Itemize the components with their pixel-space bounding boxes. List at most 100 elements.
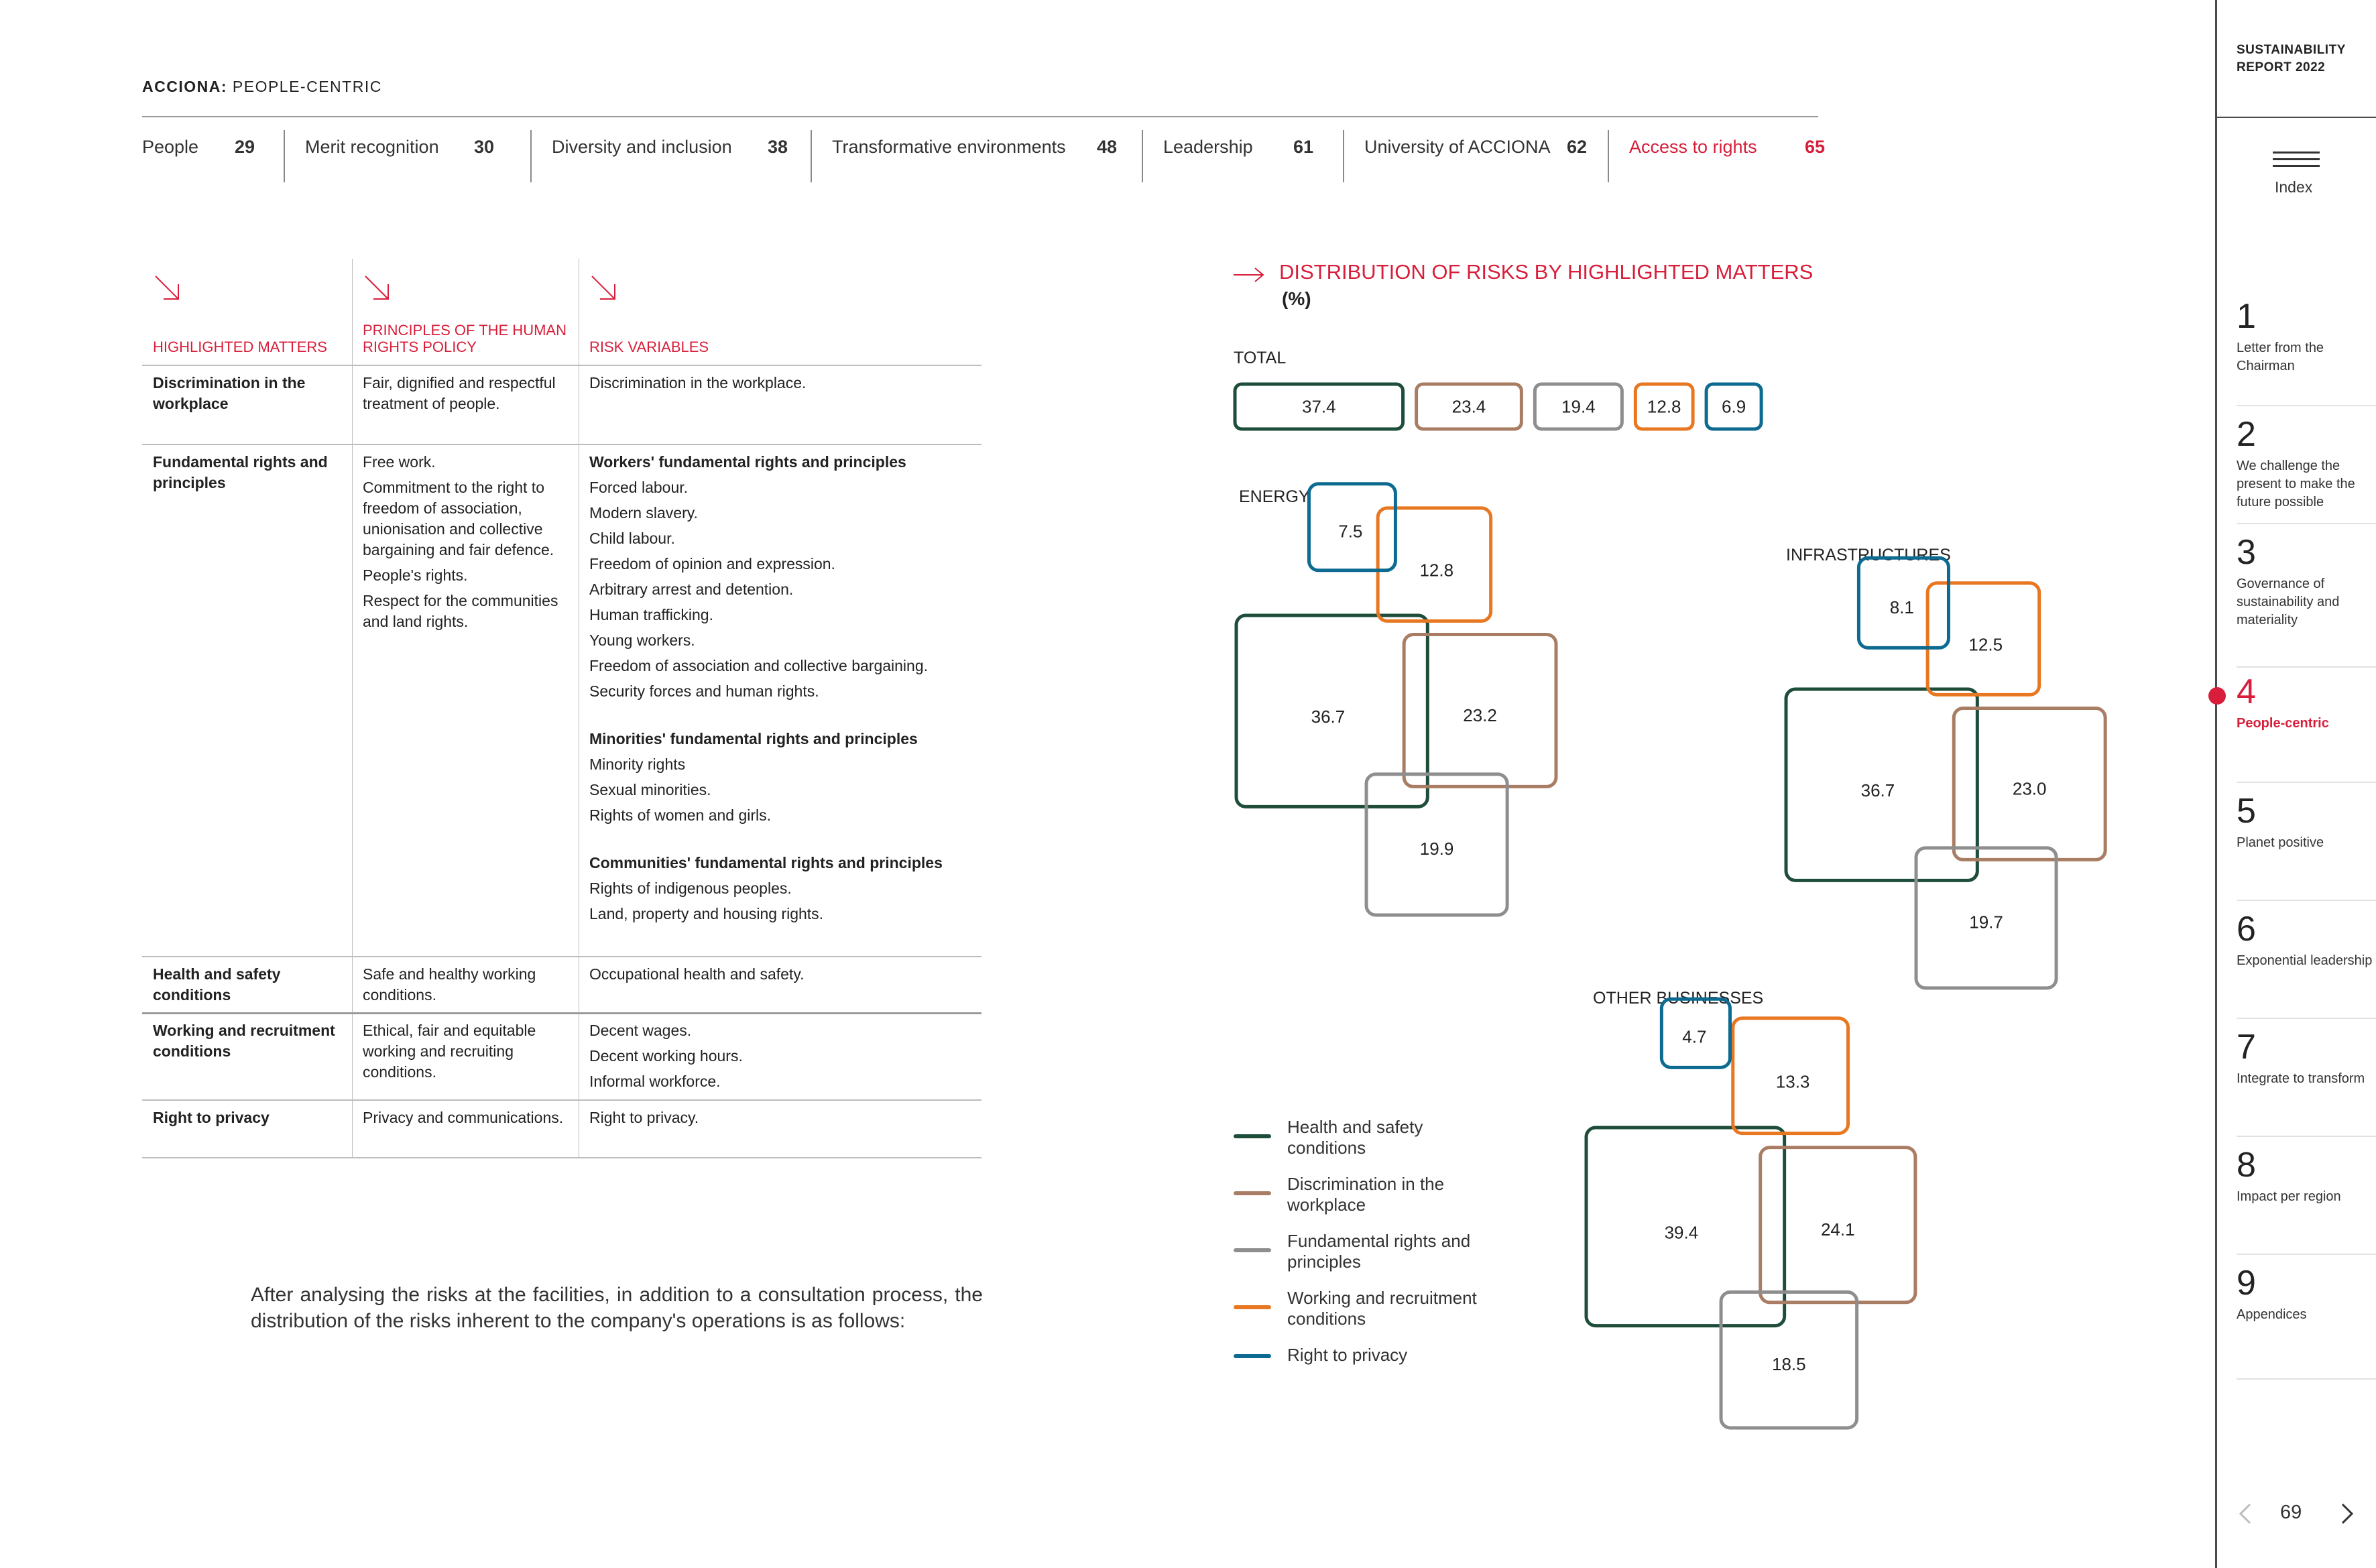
cluster-square-5 — [1307, 482, 1397, 572]
section-number: 6 — [2237, 910, 2256, 949]
arrow-down-right-icon — [155, 276, 179, 300]
column-header-label: PRINCIPLES OF THE HUMAN RIGHTS POLICY — [363, 322, 567, 355]
nav-item-page: 48 — [1097, 137, 1118, 157]
group-label-infrastructures: INFRASTRUCTURES — [1786, 546, 1951, 564]
section-number: 8 — [2237, 1146, 2256, 1185]
nav-item-label: People — [142, 137, 199, 157]
total-bar-label: 12.8 — [1647, 397, 1681, 417]
legend-swatch — [1234, 1248, 1271, 1252]
section-number: 3 — [2237, 533, 2256, 572]
column-header-3: RISK VARIABLES — [579, 259, 981, 365]
table-row-matter: Working and recruitment conditions — [153, 1022, 335, 1060]
section-number: 1 — [2237, 297, 2256, 336]
cluster-square-4 — [1925, 581, 2041, 697]
risk-variable-text: Arbitrary arrest and detention. — [589, 581, 794, 598]
next-page-icon[interactable] — [2338, 1502, 2356, 1526]
legend-swatch — [1234, 1134, 1271, 1138]
total-bar-label: 6.9 — [1722, 397, 1746, 417]
index-link[interactable]: Index — [2275, 178, 2313, 196]
section-label: Planet positive — [2237, 835, 2324, 850]
header-divider — [142, 116, 1818, 117]
arrow-down-right-icon — [591, 276, 615, 300]
column-header-label: RISK VARIABLES — [589, 339, 709, 355]
risk-variable-text: Modern slavery. — [589, 504, 698, 522]
cluster-value-label: 23.2 — [1463, 705, 1497, 725]
risk-variable-text: Decent wages. — [589, 1022, 692, 1039]
cluster-value-label: 36.7 — [1861, 780, 1895, 800]
section-label: Governance of sustainability and materia… — [2237, 577, 2340, 627]
cluster-square-2 — [1759, 1146, 1917, 1305]
cluster-value-label: 24.1 — [1821, 1219, 1855, 1240]
cluster-square-4 — [1731, 1016, 1850, 1136]
nav-item-page: 62 — [1567, 137, 1588, 157]
legend-swatch — [1234, 1191, 1271, 1195]
cluster-square-3 — [1364, 772, 1509, 917]
page-number: 69 — [2280, 1502, 2302, 1523]
nav-item-page: 30 — [474, 137, 495, 157]
table-row-principles: Privacy and communications. — [363, 1107, 571, 1133]
nav-separator — [811, 130, 812, 182]
risk-variable-text: Sexual minorities. — [589, 781, 711, 798]
section-label: Impact per region — [2237, 1189, 2341, 1204]
row-divider — [142, 1157, 982, 1158]
cluster-value-label: 7.5 — [1338, 522, 1362, 542]
table-row-matter: Discrimination in the workplace — [153, 374, 306, 412]
section-label: Exponential leadership — [2237, 953, 2373, 968]
table-row-principles: Safe and healthy working conditions. — [363, 964, 571, 1010]
legend-label: Discrimination in the workplace — [1287, 1174, 1445, 1215]
table-row-matter: Fundamental rights and principles — [153, 453, 328, 491]
section-number: 7 — [2237, 1028, 2256, 1067]
chart-title: DISTRIBUTION OF RISKS BY HIGHLIGHTED MAT… — [1279, 260, 1814, 284]
group-label-total: TOTAL — [1234, 349, 1286, 367]
risk-variable-text: Decent working hours. — [589, 1047, 743, 1065]
column-header-label: HIGHLIGHTED MATTERS — [153, 339, 327, 355]
nav-item-label: Leadership — [1163, 137, 1253, 157]
cluster-value-label: 36.7 — [1311, 707, 1346, 727]
nav-item-4[interactable]: Transformative environments 48 — [812, 125, 1143, 182]
sidebar-divider — [2215, 0, 2217, 1568]
principle-text: Ethical, fair and equitable working and … — [363, 1022, 536, 1081]
section-label: We challenge the present to make the fut… — [2237, 459, 2355, 509]
prev-page-icon[interactable] — [2237, 1502, 2254, 1526]
table-row-matter: Right to privacy — [153, 1109, 270, 1126]
nav-item-label: Diversity and inclusion — [552, 137, 732, 157]
row-divider — [142, 1012, 982, 1014]
section-number: 4 — [2237, 672, 2256, 711]
column-divider — [352, 259, 353, 1157]
cluster-value-label: 12.8 — [1419, 560, 1453, 581]
section-divider — [2237, 782, 2376, 783]
risk-variable-text: Forced labour. — [589, 479, 689, 496]
cluster-square-4 — [1376, 506, 1493, 623]
section-label: People-centric — [2237, 716, 2329, 731]
risk-variable-heading: Minorities' fundamental rights and princ… — [589, 730, 918, 747]
risk-variable-text: Young workers. — [589, 631, 695, 649]
section-divider — [2237, 1378, 2376, 1380]
principle-text: Free work. — [363, 453, 436, 471]
legend-label: Fundamental rights and principles — [1287, 1231, 1471, 1272]
cluster-value-label: 4.7 — [1682, 1026, 1706, 1046]
cluster-value-label: 12.5 — [1968, 634, 2003, 654]
sidebar-rule — [2217, 117, 2376, 118]
header-brand: ACCIONA: — [142, 78, 227, 95]
menu-icon[interactable] — [2273, 152, 2320, 172]
section-divider — [2237, 666, 2376, 668]
table-row-principles: Ethical, fair and equitable working and … — [363, 1020, 571, 1087]
nav-item-label: Transformative environments — [832, 137, 1066, 157]
